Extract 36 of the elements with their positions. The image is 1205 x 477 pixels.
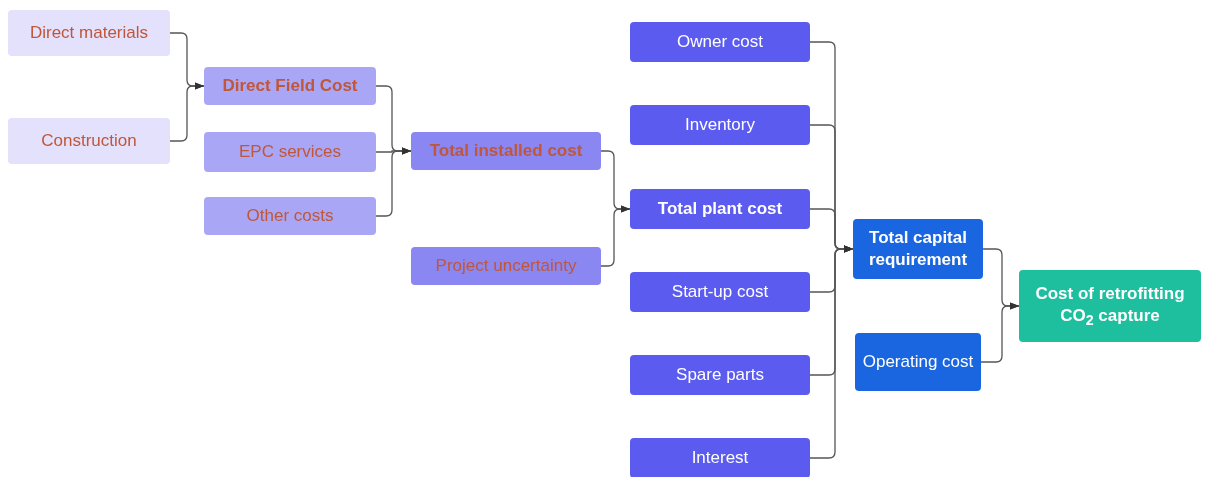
arrow: [375, 147, 412, 217]
process-box: [855, 333, 981, 391]
process-box: [204, 67, 376, 105]
node-label: Owner cost: [677, 30, 763, 53]
node-label: Total plant cost: [657, 197, 783, 220]
process-box: [630, 105, 810, 145]
node-label: Cost of retrofitting CO$_{2}$ capture: [1034, 282, 1186, 330]
process-box: [630, 355, 810, 395]
process-box: [411, 247, 601, 285]
node-label: Direct materials: [29, 21, 149, 44]
node-label: Other costs: [246, 204, 334, 227]
process-box: [853, 219, 983, 279]
node-label: Interest: [691, 446, 749, 469]
arrow: [809, 245, 854, 459]
process-box: [630, 189, 810, 229]
node-label: EPC services: [239, 140, 341, 163]
process-box: [8, 118, 170, 164]
process-box: [411, 132, 601, 170]
process-box: [630, 22, 810, 62]
node-label: Spare parts: [676, 363, 764, 386]
process-box: [8, 10, 170, 56]
node-label: Start-up cost: [671, 280, 769, 303]
process-box: [630, 272, 810, 312]
node-label: Operating cost: [862, 350, 974, 373]
process-box: [204, 132, 376, 172]
node-label: Total installed cost: [429, 139, 583, 162]
process-box: [204, 197, 376, 235]
node-label: Total capital requirement: [867, 226, 969, 271]
node-label: Direct Field Cost: [222, 74, 358, 97]
process-box: [1019, 270, 1201, 342]
node-label: Inventory: [685, 113, 755, 136]
node-label: Project uncertainty: [435, 254, 577, 277]
node-label: Construction: [41, 129, 137, 152]
arrow: [980, 302, 1020, 363]
arrow: [169, 82, 205, 142]
process-box: [630, 438, 810, 477]
